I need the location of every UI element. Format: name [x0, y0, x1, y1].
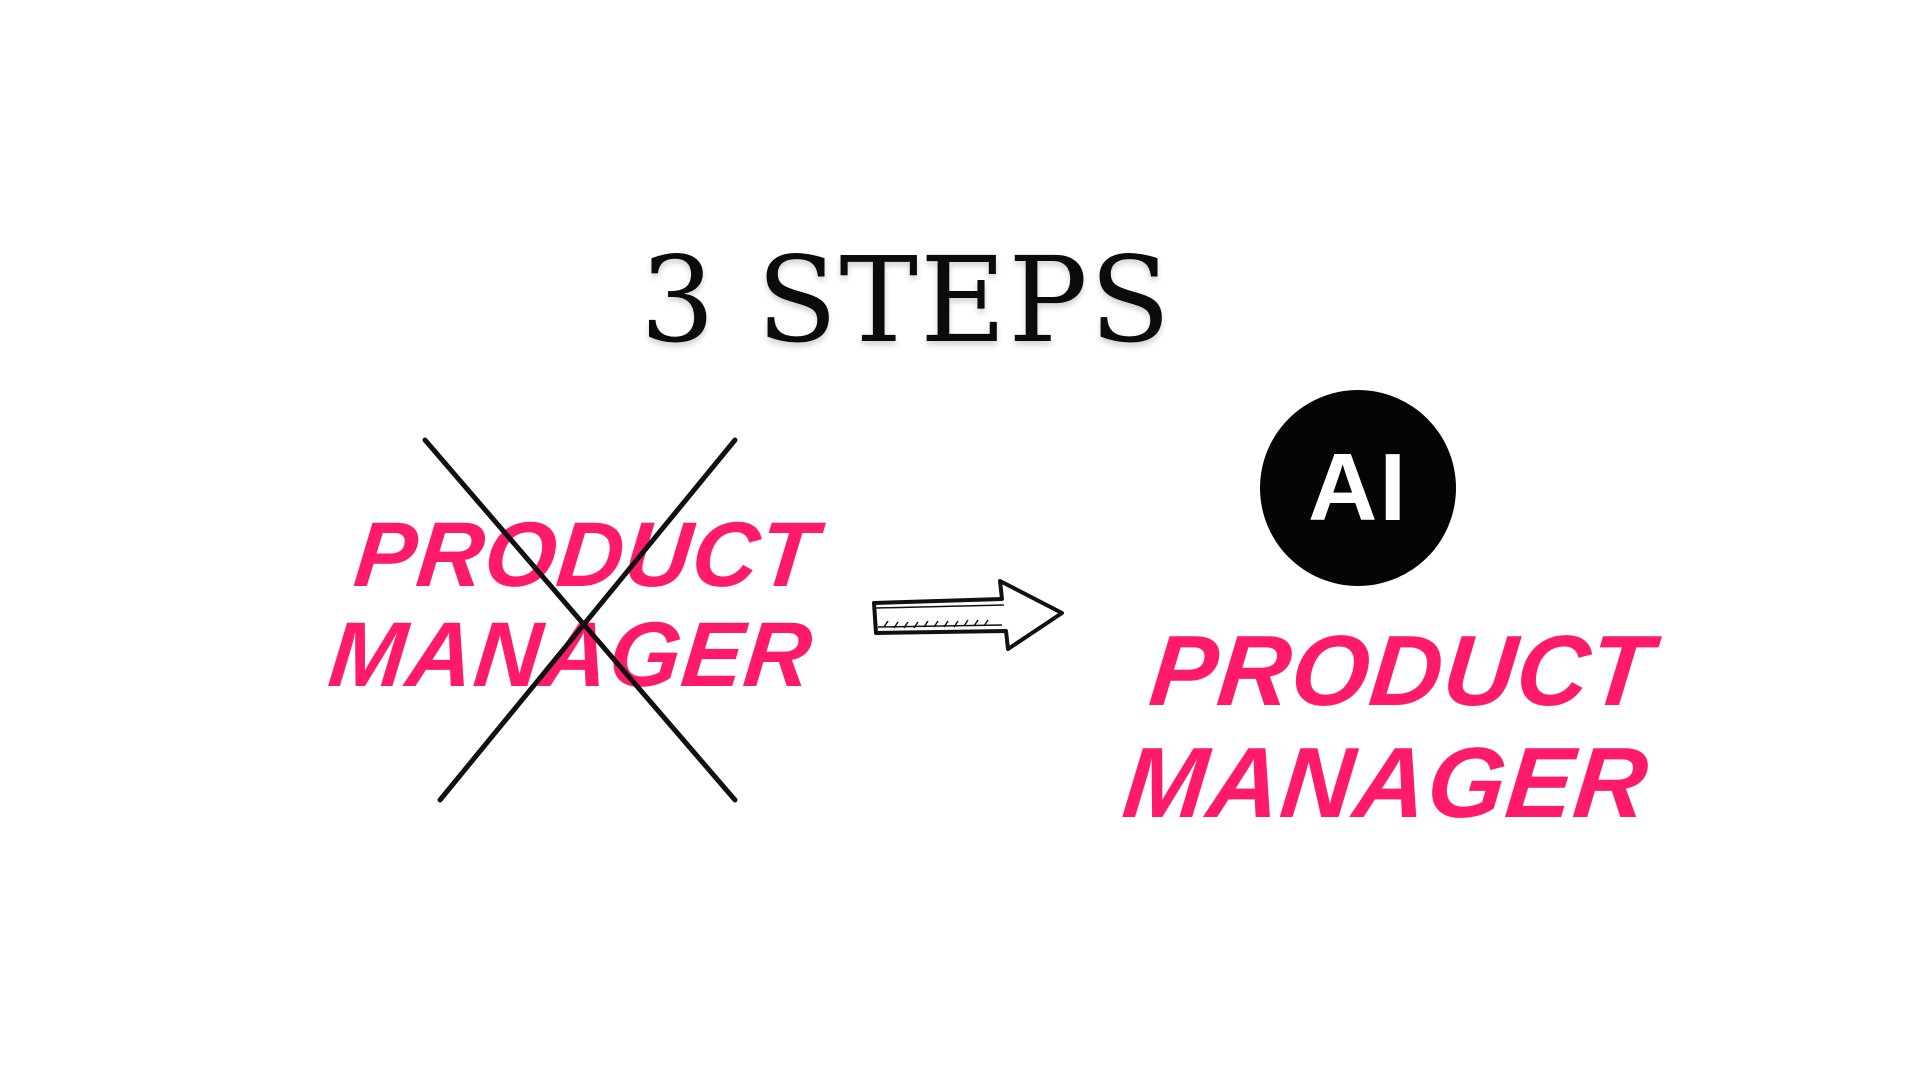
- ai-badge-label: AI: [1308, 434, 1408, 541]
- ai-badge-icon: AI: [1260, 390, 1456, 586]
- arrow-right-icon: [872, 579, 1064, 651]
- headline: 3 STEPS: [640, 231, 1173, 369]
- new-role-text: PRODUCT MANAGER: [1118, 615, 1665, 839]
- new-role-line1: PRODUCT: [1145, 615, 1659, 727]
- cross-mark-icon: [422, 437, 738, 803]
- new-role-line2: MANAGER: [1118, 727, 1654, 839]
